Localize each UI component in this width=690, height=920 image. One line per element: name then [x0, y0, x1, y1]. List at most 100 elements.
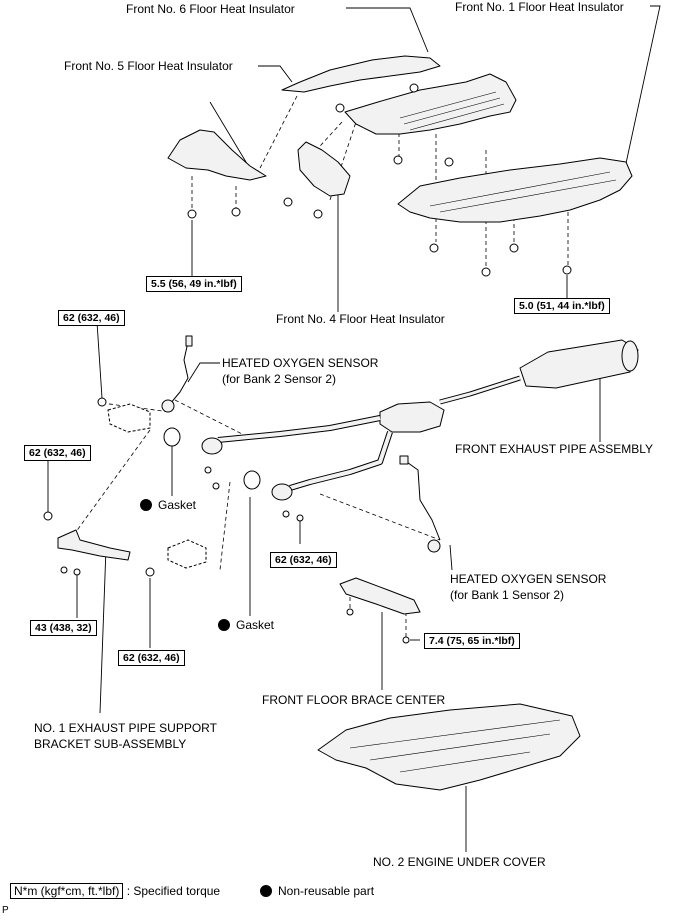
pipe-lower-inner: [289, 431, 392, 490]
label-hos-bank2: HEATED OXYGEN SENSOR: [222, 356, 379, 370]
sensor-b2-body: [161, 399, 175, 413]
sensor-b1-wire: [403, 459, 441, 541]
nut-4: [444, 157, 454, 167]
dash-13: [69, 429, 151, 541]
nut-6: [429, 243, 439, 253]
nut-9: [562, 265, 572, 275]
pipe-upper-inner: [217, 416, 381, 442]
support-bracket: [57, 529, 131, 561]
fasteners: [43, 83, 572, 644]
torque-5-5: 5.5 (56, 49 in.*lbf): [146, 276, 242, 292]
bolt-8: [60, 566, 68, 574]
non-reusable-dot: [140, 499, 152, 511]
label-gasket-1: Gasket: [140, 498, 196, 512]
leader-bracket-assy: [99, 547, 107, 714]
leader-hos2: [187, 362, 220, 383]
nut-11: [43, 511, 53, 521]
floor-brace: [339, 577, 421, 615]
torque-62-b: 62 (632, 46): [24, 445, 91, 461]
nut-1: [335, 103, 345, 113]
label-support-bracket: NO. 1 EXHAUST PIPE SUPPORT: [34, 721, 217, 735]
torque-5-0: 5.0 (51, 44 in.*lbf): [514, 298, 610, 314]
legend-torque: N*m (kgf*cm, ft.*lbf) : Specified torque: [10, 883, 221, 899]
bolt-1: [231, 207, 241, 217]
no1-ribs: [429, 171, 617, 213]
torque-43: 43 (438, 32): [30, 620, 97, 636]
non-reusable-dot: [218, 619, 230, 631]
gasket-text: Gasket: [236, 618, 275, 632]
dash-12: [174, 399, 251, 439]
under-cover-ribs: [349, 719, 561, 773]
flange-lower: [271, 483, 293, 501]
nut-2: [409, 83, 419, 93]
sensor-b2-wire: [169, 341, 189, 405]
figure-code: P: [2, 905, 9, 916]
label-floor-brace: FRONT FLOOR BRACE CENTER: [262, 693, 446, 707]
sensor-b1-plug: [399, 455, 409, 465]
label-front-no6: Front No. 6 Floor Heat Insulator: [126, 2, 295, 16]
torque-62-a: 62 (632, 46): [58, 310, 125, 326]
leader-no6: [346, 7, 429, 53]
sensor-b2-plug: [185, 335, 193, 347]
torque-62-c: 62 (632, 46): [270, 552, 337, 568]
bracket-insulator: [167, 129, 267, 181]
manifold-ghost-2: [167, 539, 207, 569]
bolt-6: [282, 510, 290, 518]
label-front-exhaust-pipe: FRONT EXHAUST PIPE ASSEMBLY: [455, 442, 654, 456]
sensor-b1-body: [427, 539, 441, 553]
muffler: [519, 339, 639, 389]
torque-62-d: 62 (632, 46): [118, 650, 185, 666]
leader-tq62-a: [96, 321, 103, 399]
label-hos-bank2-sub: (for Bank 2 Sensor 2): [222, 372, 337, 386]
nut-3: [393, 155, 403, 165]
legend-torque-box: N*m (kgf*cm, ft.*lbf): [10, 883, 124, 899]
pipe-main-inner: [439, 376, 521, 404]
label-front-no1: Front No. 1 Floor Heat Insulator: [455, 0, 624, 14]
bolt-10: [346, 608, 354, 616]
legend-torque-text: : Specified torque: [126, 884, 221, 898]
no4-insulator: [297, 141, 351, 197]
nut-7: [481, 267, 491, 277]
torque-7-4: 7.4 (75, 65 in.*lbf): [424, 633, 520, 649]
muffler-end: [621, 340, 639, 372]
label-gasket-2: Gasket: [218, 618, 274, 632]
bolt-3: [313, 209, 323, 219]
label-engine-under-cover: NO. 2 ENGINE UNDER COVER: [373, 855, 546, 869]
flange-upper: [201, 437, 223, 455]
gasket-text: Gasket: [158, 498, 197, 512]
parts: [57, 55, 639, 791]
nut-12: [145, 567, 155, 577]
bolt-4: [204, 466, 212, 474]
label-front-no5: Front No. 5 Floor Heat Insulator: [64, 59, 233, 73]
leader-no5: [258, 65, 293, 83]
label-support-bracket-sub: BRACKET SUB-ASSEMBLY: [34, 737, 187, 751]
manifold-ghost-1: [107, 403, 151, 433]
bolt-7: [296, 514, 304, 522]
bolt-2: [283, 197, 293, 207]
engine-under-cover: [317, 703, 581, 791]
legend-dot: [260, 885, 272, 897]
dash-14: [219, 481, 231, 571]
no5-ribs: [399, 91, 505, 131]
label-hos-bank1-sub: (for Bank 1 Sensor 2): [450, 588, 565, 602]
bolt-5: [212, 482, 220, 490]
label-front-no4: Front No. 4 Floor Heat Insulator: [276, 312, 445, 326]
leader-lines: [47, 5, 661, 852]
bolt-11: [402, 636, 410, 644]
bolt-9: [73, 568, 81, 576]
leader-hos1: [449, 544, 453, 571]
no5-insulator: [344, 73, 517, 135]
dash-1: [257, 95, 298, 173]
nut-10: [97, 397, 107, 407]
label-hos-bank1: HEATED OXYGEN SENSOR: [450, 572, 607, 586]
gasket-2-ring: [243, 470, 261, 490]
no6-insulator: [281, 55, 441, 93]
leader-no1: [624, 5, 661, 169]
dash-11: [101, 402, 171, 413]
gasket-1-ring: [163, 427, 181, 447]
leader-bracket: [209, 101, 253, 173]
pipe-lower-outer: [289, 431, 393, 491]
nut-5: [187, 209, 197, 219]
legend-nonreusable: Non-reusable part: [260, 884, 374, 898]
